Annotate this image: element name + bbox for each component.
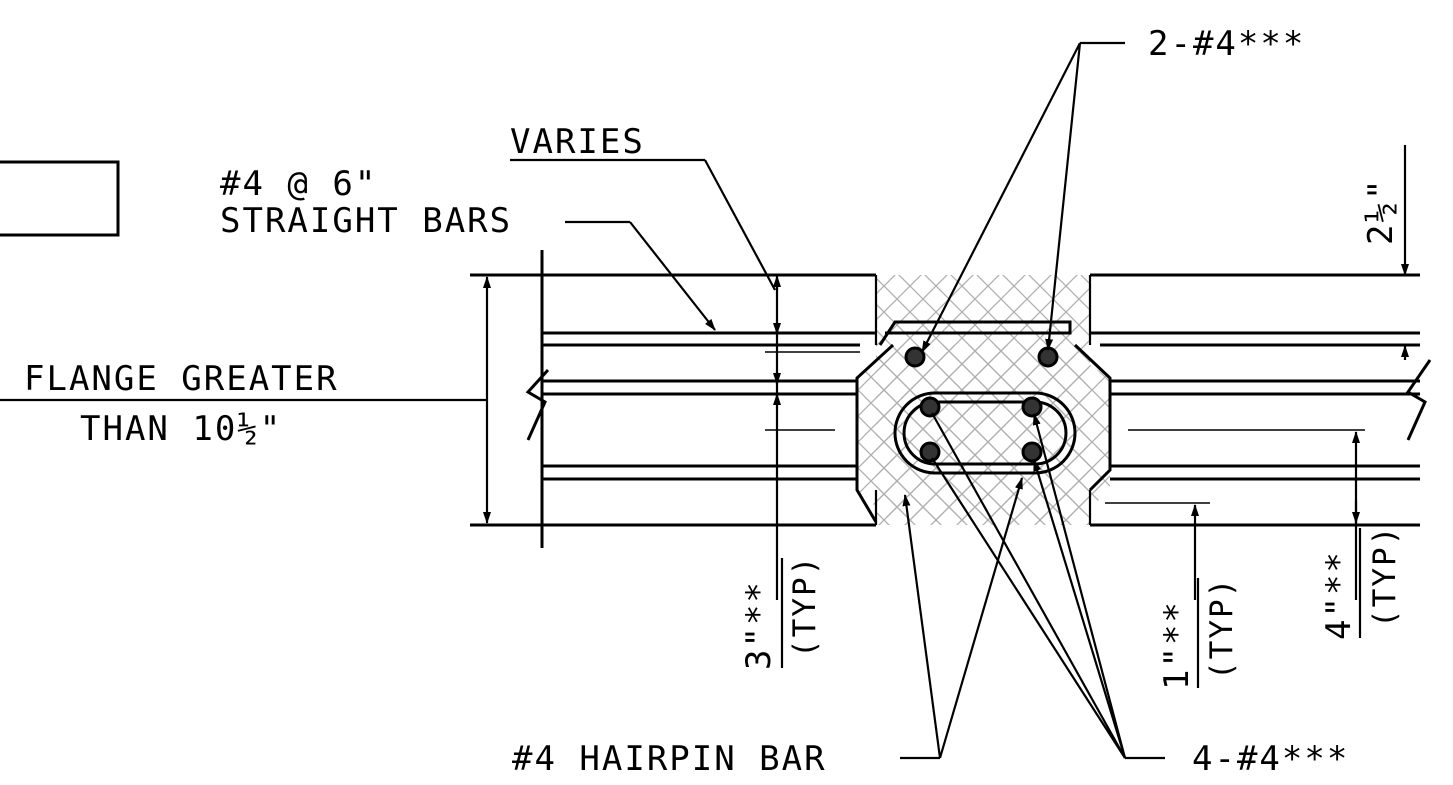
flange-dimension <box>0 276 491 524</box>
leader-top-bars <box>921 41 1125 353</box>
dim-4-line <box>1128 429 1365 600</box>
top-bent-bar <box>878 320 1072 346</box>
label-bottom-bars: 4-#4*** <box>1192 739 1349 779</box>
partial-box <box>0 160 120 237</box>
leader-bottom-bars <box>931 412 1165 760</box>
leader-hairpin <box>900 477 1024 760</box>
flange-slab <box>470 250 1432 548</box>
rebar-mid-right <box>1021 396 1043 418</box>
rebar-mid-left <box>919 396 941 418</box>
leader-straight-bars <box>565 220 716 331</box>
label-top-bars: 2-#4*** <box>1148 24 1305 64</box>
label-dim-1-typ: (TYP) <box>1204 577 1240 680</box>
rebar-top-left <box>904 346 926 368</box>
label-straight-bars-1: #4 @ 6" <box>220 164 377 204</box>
label-dim-3-typ: (TYP) <box>787 555 823 658</box>
varies-dimension <box>510 158 860 600</box>
rebar-low-left <box>919 441 941 463</box>
label-dim-2-5: 2½" <box>1361 178 1401 245</box>
rebar-top-right <box>1037 346 1059 368</box>
label-dim-4: 4"** <box>1319 550 1359 640</box>
label-varies: VARIES <box>510 122 645 162</box>
label-flange-1: FLANGE GREATER <box>24 359 339 399</box>
label-dim-3: 3"** <box>739 580 779 670</box>
label-straight-bars-2: STRAIGHT BARS <box>220 201 512 241</box>
rebar-low-right <box>1021 441 1043 463</box>
label-flange-2: THAN 10½" <box>80 409 282 449</box>
label-dim-4-typ: (TYP) <box>1367 525 1403 628</box>
label-hairpin: #4 HAIRPIN BAR <box>512 739 827 779</box>
dim-1-line <box>1105 502 1210 600</box>
label-dim-1: 1"** <box>1157 600 1197 690</box>
grout-block <box>855 275 1112 525</box>
